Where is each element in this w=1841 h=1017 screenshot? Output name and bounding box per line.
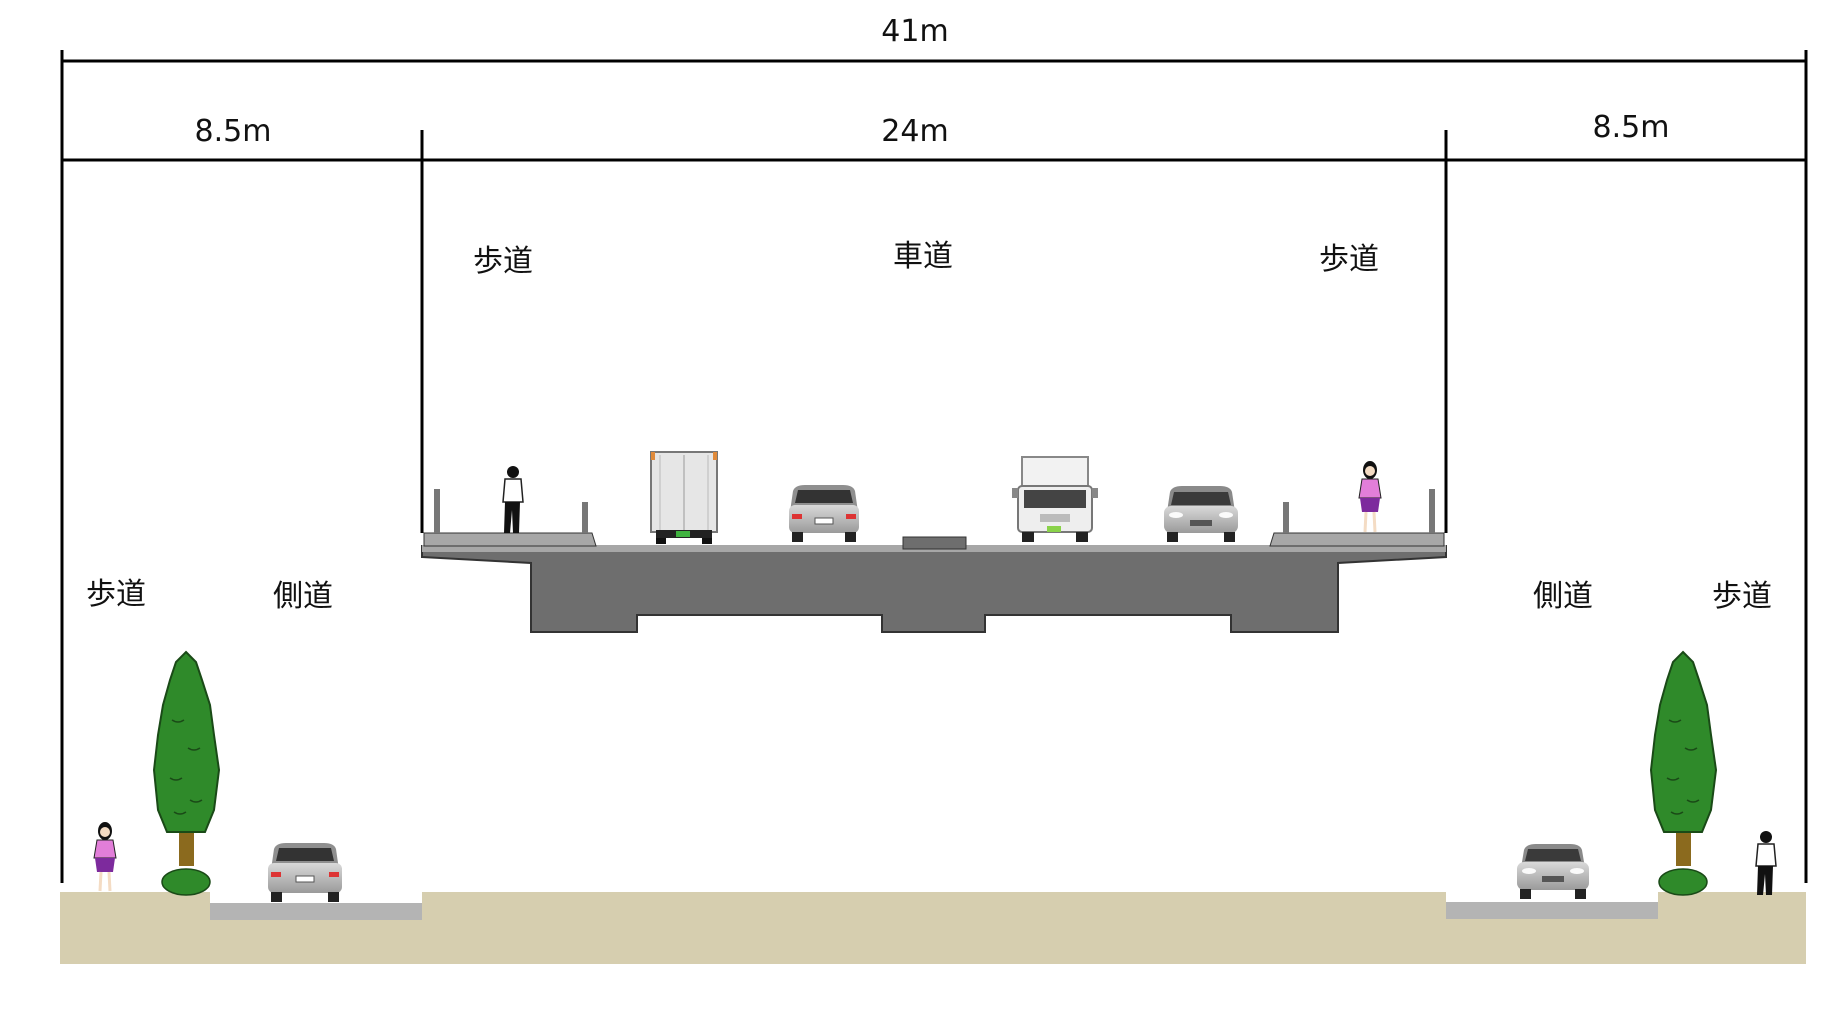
pedestrian-woman-ground [93, 822, 117, 892]
elevated-sidewalk-left-slab [423, 532, 597, 547]
viaduct-girder [421, 545, 1447, 633]
viaduct [421, 489, 1447, 633]
elevated-sidewalk-right-slab [1269, 532, 1445, 547]
sedan-rear-elevated [789, 485, 859, 542]
center-median [902, 536, 967, 550]
railing-post-right-outer [1429, 489, 1435, 533]
dimension-lines [60, 50, 1808, 883]
label-elevated-sidewalk-right: 歩道 [1319, 242, 1379, 277]
pedestrian-man-elevated [502, 466, 524, 533]
dimension-total-label: 41m [881, 14, 948, 49]
tree-right [1649, 650, 1718, 896]
frontage-road-right [1446, 902, 1658, 919]
frontage-road-left [210, 903, 422, 920]
label-ground-sidewalk-right: 歩道 [1712, 579, 1772, 614]
railing-post-left-outer [434, 489, 440, 533]
label-elevated-sidewalk-left: 歩道 [473, 244, 533, 279]
sedan-rear-ground-left [268, 843, 342, 902]
tree-left [152, 650, 221, 896]
railing-post-right-inner [1283, 502, 1289, 533]
dimension-right-label: 8.5m [1593, 110, 1670, 145]
pedestrian-man-ground [1755, 831, 1777, 895]
box-truck-rear [650, 451, 718, 544]
sedan-front-elevated [1164, 486, 1238, 542]
dimension-left-label: 8.5m [195, 114, 272, 149]
railing-post-left-inner [582, 502, 588, 533]
label-elevated-roadway: 車道 [893, 239, 953, 274]
dimension-center-label: 24m [881, 114, 948, 149]
label-ground-frontage-left: 側道 [273, 579, 333, 614]
label-ground-sidewalk-left: 歩道 [86, 577, 146, 612]
ground [60, 892, 1806, 964]
label-ground-frontage-right: 側道 [1533, 579, 1593, 614]
pedestrian-woman-elevated [1358, 461, 1382, 533]
sedan-front-ground-right [1517, 844, 1589, 899]
box-truck-front [1012, 456, 1098, 542]
